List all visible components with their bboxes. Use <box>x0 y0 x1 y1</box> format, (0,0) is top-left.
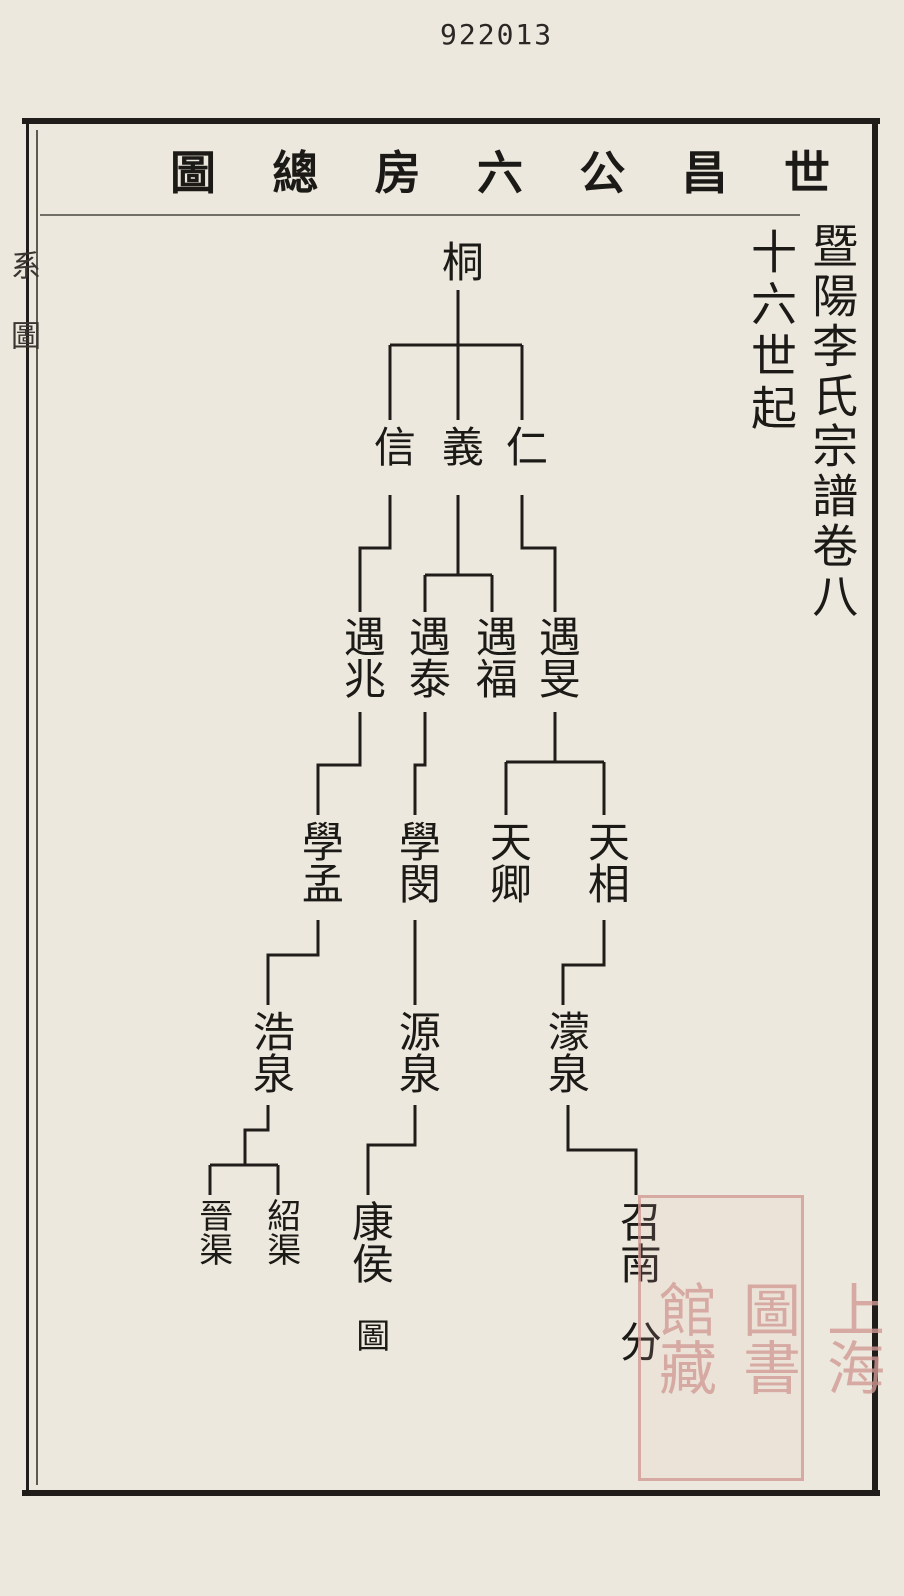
title-char-5: 房 <box>374 146 421 200</box>
node-gen3-xuemin: 學閔 <box>392 820 442 904</box>
title-char-3: 公 <box>579 146 626 200</box>
node-gen4-mengquan: 濛泉 <box>541 1010 591 1094</box>
node-gen5-shaoqu: 紹渠 <box>260 1198 301 1266</box>
title-char-4: 六 <box>476 146 523 200</box>
node-gen2-yufu: 遇福 <box>469 615 519 699</box>
margin-text: 系圖 <box>5 250 40 390</box>
node-gen1-xin: 信 <box>367 425 417 467</box>
node-gen2-yumin: 遇旻 <box>532 615 582 699</box>
node-gen4-haoquan: 浩泉 <box>246 1010 296 1094</box>
title-char-7: 圖 <box>170 146 216 200</box>
book-title: 暨陽李氏宗譜卷八 <box>805 222 860 622</box>
node-gen1-yi: 義 <box>435 425 485 467</box>
node-gen3-tianxiang: 天相 <box>581 820 631 904</box>
node-gen1-ren: 仁 <box>499 425 549 467</box>
seal-col-1: 上海 <box>817 1280 885 1396</box>
node-gen5-kanghou: 康侯 <box>345 1200 395 1284</box>
right-border <box>872 118 878 1496</box>
note-tu: 圖 <box>349 1318 390 1352</box>
generation-note: 十六世起 <box>744 228 798 436</box>
inner-left-rule <box>36 130 38 1485</box>
note-fen: 分 <box>613 1320 663 1362</box>
node-gen2-yutai: 遇泰 <box>402 615 452 699</box>
page-title: 圖 總 房 六 公 昌 世 <box>170 140 830 200</box>
node-gen4-yuanquan: 源泉 <box>392 1010 442 1094</box>
node-gen3-tianqing: 天卿 <box>483 820 533 904</box>
title-underline <box>40 214 800 216</box>
node-root: 桐 <box>435 240 485 282</box>
title-char-6: 總 <box>272 146 319 200</box>
node-gen3-xuemeng: 學孟 <box>295 820 345 904</box>
node-gen5-zhaonan: 召南 <box>613 1200 663 1284</box>
seal-col-3: 館藏 <box>649 1280 717 1396</box>
left-border <box>26 118 29 1496</box>
bottom-border <box>22 1490 880 1496</box>
title-char-2: 昌 <box>681 146 728 200</box>
title-char-1: 世 <box>783 146 830 200</box>
node-gen5-jinqu: 晉渠 <box>192 1198 233 1266</box>
seal-col-2: 圖書 <box>733 1280 801 1396</box>
catalog-number: 922013 <box>440 18 554 51</box>
node-gen2-yuzhao: 遇兆 <box>337 615 387 699</box>
library-seal: 上海 圖書 館藏 <box>638 1195 885 1481</box>
top-border <box>22 118 880 124</box>
